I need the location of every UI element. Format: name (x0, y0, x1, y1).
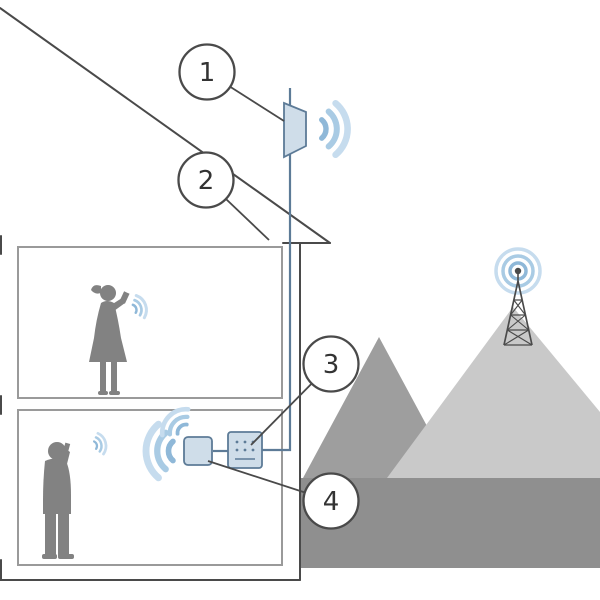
upper-room (17, 246, 283, 399)
tower-signal-ring-icon (494, 247, 542, 295)
cell-tower (494, 247, 542, 346)
mountain-light (387, 307, 600, 478)
callout-4-label: 4 (323, 487, 340, 517)
external-antenna-signal-icon (322, 103, 348, 154)
phone-signal-icon (128, 292, 152, 322)
phone-signal-icon (90, 430, 110, 457)
callouts: 1 2 3 4 (177, 43, 360, 530)
mountains (303, 307, 600, 478)
booster-box-icon (227, 431, 263, 469)
callout-3: 3 (302, 335, 360, 393)
callout-1-label: 1 (199, 58, 216, 88)
roof-line (0, 7, 331, 244)
tower-lattice-icon (503, 274, 533, 346)
indoor-antenna-box-icon (183, 436, 213, 466)
tower-signal-ring-icon (501, 254, 535, 288)
callout-2: 2 (177, 151, 235, 209)
panel-antenna-icon (283, 101, 307, 159)
woman-silhouette-icon (89, 285, 130, 395)
callout-2-label: 2 (198, 166, 215, 196)
lower-room (17, 409, 283, 566)
callout-1: 1 (178, 43, 236, 101)
callout-4: 4 (302, 472, 360, 530)
tower-tip-icon (514, 267, 522, 275)
callout-3-label: 3 (323, 350, 340, 380)
man-silhouette-icon (42, 442, 74, 559)
cable-line (262, 88, 292, 452)
house (0, 7, 331, 581)
